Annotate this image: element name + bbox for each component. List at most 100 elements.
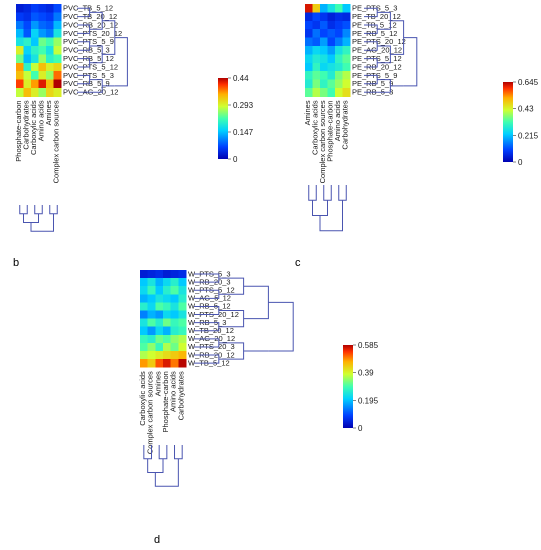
heatmap-cell: [53, 37, 62, 47]
heatmap-cell: [327, 12, 336, 22]
colorbar-tick-label: 0: [358, 424, 363, 433]
heatmap-cell: [147, 342, 156, 352]
heatmap-cell: [170, 310, 179, 319]
heatmap-cell: [170, 342, 179, 352]
heatmap-cell: [312, 54, 321, 64]
heatmap-cell: [155, 294, 164, 303]
heatmap-cell: [320, 71, 328, 80]
heatmap-cell: [312, 12, 321, 22]
heatmap-cell: [31, 71, 39, 80]
heatmap-cell: [335, 71, 343, 80]
heatmap-cell: [46, 4, 54, 13]
column-label: Carbohydrates: [176, 371, 185, 420]
heatmap-cell: [342, 4, 351, 13]
heatmap-cell: [163, 294, 172, 303]
heatmap-cell: [305, 29, 313, 38]
heatmap-cell: [31, 62, 39, 72]
heatmap-cell: [38, 4, 47, 13]
heatmap-cell: [163, 278, 172, 287]
heatmap-cell: [312, 37, 321, 47]
heatmap-cell: [305, 62, 313, 72]
heatmap-cell: [147, 294, 156, 303]
heatmap-cell: [327, 29, 336, 38]
column-label: Amines: [303, 100, 312, 125]
heatmap-cell: [305, 12, 313, 22]
heatmap-cell: [320, 62, 328, 72]
heatmap-cell: [16, 12, 24, 22]
colorbar-tick-label: 0.147: [233, 128, 254, 137]
column-label: Amino acids: [333, 100, 342, 141]
row-label: PE_PTS_20_12: [352, 37, 406, 46]
heatmap-cell: [335, 62, 343, 72]
heatmap-cell: [23, 54, 32, 64]
heatmap-cell: [140, 294, 149, 303]
heatmap-cell: [312, 20, 321, 30]
row-dendrogram-branch: [403, 37, 418, 87]
heatmap-cell: [342, 88, 351, 97]
heatmap-cell: [16, 54, 24, 64]
panel-letter-d: d: [154, 534, 160, 546]
heatmap-cell: [31, 12, 39, 22]
heatmap-cell: [46, 88, 54, 97]
heatmap-cell: [320, 79, 328, 89]
heatmap-cell: [170, 359, 179, 368]
heatmap-cell: [312, 88, 321, 97]
heatmap-cell: [170, 326, 179, 336]
column-label: Carbohydrates: [21, 100, 30, 149]
heatmap-cell: [342, 12, 351, 22]
row-dendrogram-branch: [243, 285, 269, 320]
column-dendrogram-branch: [174, 445, 183, 460]
heatmap-cell: [170, 334, 179, 344]
heatmap-cell: [53, 62, 62, 72]
column-label: Carboxylic acids: [29, 100, 38, 155]
heatmap-cell: [23, 46, 32, 55]
column-label: Amines: [44, 100, 53, 125]
column-label: Carboxylic acids: [138, 371, 147, 426]
heatmap-cell: [38, 37, 47, 47]
heatmap-cell: [320, 20, 328, 30]
heatmap-cell: [170, 318, 179, 328]
column-label: Amino acids: [169, 371, 178, 412]
heatmap-cell: [140, 318, 149, 328]
heatmap-cell: [305, 46, 313, 55]
heatmap-cell: [38, 29, 47, 38]
heatmap-cell: [53, 4, 62, 13]
heatmap-cell: [335, 54, 343, 64]
heatmap-panel-3: W_PTS_5_3W_RB_20_3W_PTS_5_12W_AG_5_12W_R…: [138, 269, 379, 487]
heatmap-cell: [327, 88, 336, 97]
heatmap-cell: [140, 302, 149, 311]
heatmap-cell: [320, 54, 328, 64]
heatmap-cell: [312, 4, 321, 13]
colorbar-tick-label: 0.585: [358, 341, 379, 350]
heatmap-cell: [170, 278, 179, 287]
heatmap-cell: [46, 37, 54, 47]
column-dendrogram-branch: [154, 472, 179, 487]
heatmap-cell: [147, 270, 156, 279]
heatmap-cell: [38, 62, 47, 72]
heatmap-cell: [140, 359, 149, 368]
column-label: Phosphate-carbon: [161, 371, 170, 432]
column-label: Phosphate-carbon: [325, 100, 334, 161]
heatmap-cell: [140, 286, 149, 295]
heatmap-cell: [163, 342, 172, 352]
heatmap-cell: [178, 351, 187, 360]
heatmap-cell: [16, 88, 24, 97]
heatmap-cell: [155, 326, 164, 336]
heatmap-cell: [155, 278, 164, 287]
column-label: Complex carbon sources: [51, 100, 60, 183]
heatmap-cell: [163, 310, 172, 319]
heatmap-cell: [327, 37, 336, 47]
colorbar: [218, 78, 228, 159]
heatmap-cell: [178, 359, 187, 368]
heatmap-cell: [305, 88, 313, 97]
heatmap-cell: [327, 46, 336, 55]
heatmap-cell: [46, 46, 54, 55]
heatmap-cell: [327, 79, 336, 89]
colorbar-tick-label: 0.39: [358, 369, 374, 378]
heatmap-cell: [305, 71, 313, 80]
column-dendrogram-branch: [34, 205, 43, 215]
heatmap-cell: [53, 46, 62, 55]
heatmap-cell: [163, 359, 172, 368]
heatmap-cell: [170, 270, 179, 279]
heatmap-cell: [53, 12, 62, 22]
